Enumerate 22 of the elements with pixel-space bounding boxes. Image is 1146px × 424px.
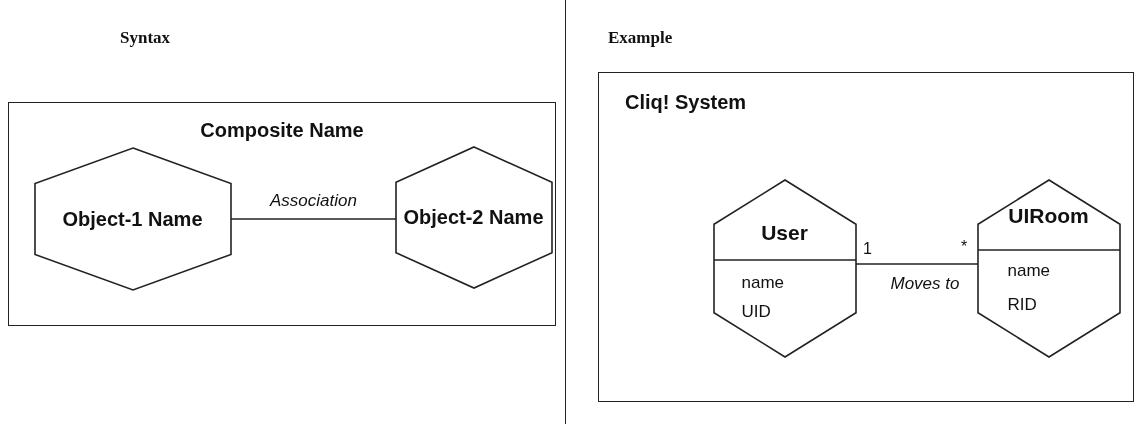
class-hexagon	[713, 179, 856, 357]
object-name: Object-2 Name	[403, 205, 544, 229]
package-box	[8, 102, 556, 326]
association-line	[230, 218, 397, 220]
multiplicity-label: 1	[863, 240, 872, 258]
attribute-text: RID	[1007, 294, 1037, 315]
attribute-text: UID	[741, 301, 771, 322]
package-box	[598, 72, 1134, 402]
association-line	[855, 263, 979, 265]
package-title: Cliq! System	[625, 91, 747, 114]
section-heading: Example	[608, 28, 673, 48]
object-hexagon	[34, 147, 231, 290]
multiplicity-label: *	[961, 238, 968, 256]
object-hexagon	[395, 146, 552, 288]
attribute-text: name	[741, 272, 785, 293]
section-heading: Syntax	[120, 28, 171, 48]
class-name: UIRoom	[1008, 203, 1089, 228]
package-title: Composite Name	[200, 119, 364, 142]
attribute-text: name	[1007, 260, 1051, 281]
object-name: Object-1 Name	[62, 207, 203, 230]
class-hexagon	[977, 179, 1120, 357]
class-name: User	[761, 220, 808, 245]
